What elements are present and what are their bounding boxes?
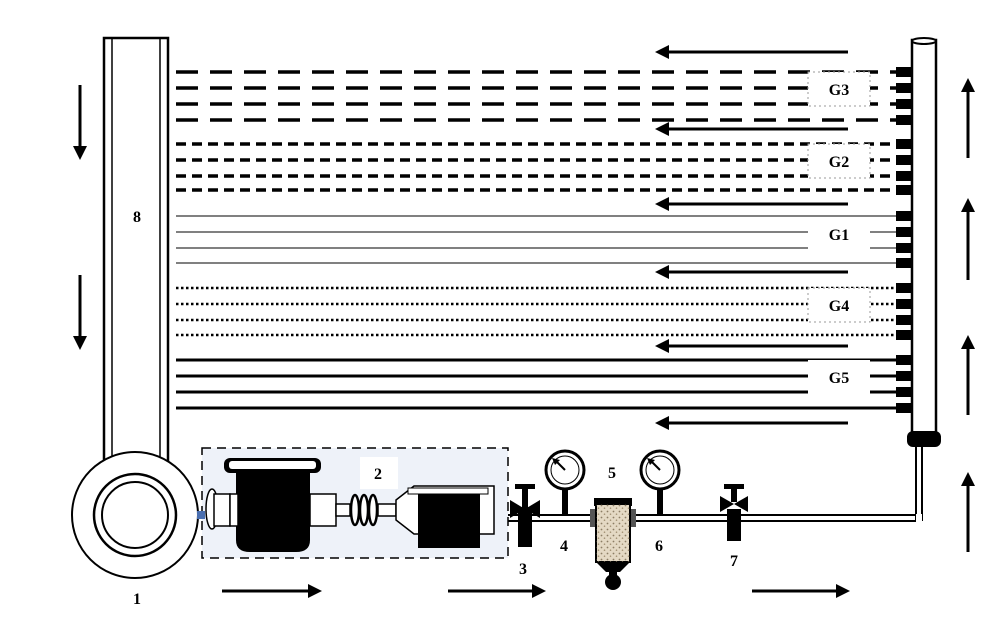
filter-5: [590, 498, 636, 590]
emitter-stub: [896, 227, 912, 237]
emitter-stub: [896, 403, 912, 413]
emitter-stub: [896, 67, 912, 77]
label-tank: 1: [133, 591, 141, 608]
label-filter-5: 5: [608, 465, 616, 482]
group-label-text: G4: [829, 298, 849, 315]
group-label-text: G2: [829, 154, 849, 171]
emitter-stub: [896, 83, 912, 93]
group-label-text: G3: [829, 82, 849, 99]
pressure-gauge-4: [544, 449, 586, 515]
flow-arrow: [222, 584, 322, 598]
tank: [71, 451, 199, 579]
emitter-stub: [896, 258, 912, 268]
label-valve-3: 3: [519, 561, 527, 578]
return-column: [102, 36, 170, 482]
flow-arrow: [655, 45, 848, 59]
group-label-g4: G4: [807, 287, 871, 323]
flow-arrows: [73, 45, 975, 598]
flow-arrow: [73, 275, 87, 350]
lateral-emitter-stubs: [896, 67, 912, 413]
emitter-stub: [896, 185, 912, 195]
valve-7: [720, 484, 748, 541]
label-column: 8: [133, 209, 141, 226]
emitter-stub: [896, 211, 912, 221]
emitter-stub: [896, 371, 912, 381]
flow-arrow: [655, 339, 848, 353]
emitter-stub: [896, 155, 912, 165]
distribution-header: [896, 37, 941, 447]
emitter-stub: [896, 99, 912, 109]
flow-arrow: [73, 85, 87, 160]
group-label-g5: G5: [808, 360, 870, 394]
flow-arrow: [655, 265, 848, 279]
group-label-g2: G2: [807, 143, 871, 179]
label-pump-unit: 2: [374, 466, 382, 483]
group-label-g3: G3: [807, 71, 871, 107]
emitter-stub: [896, 243, 912, 253]
emitter-stub: [896, 139, 912, 149]
flow-arrow: [655, 122, 848, 136]
emitter-stub: [896, 115, 912, 125]
emitter-stub: [896, 315, 912, 325]
emitter-stub: [896, 355, 912, 365]
group-label-text: G5: [829, 370, 849, 387]
flow-arrow: [961, 198, 975, 280]
flow-arrow: [752, 584, 850, 598]
flow-arrow: [961, 78, 975, 158]
emitter-stub: [896, 330, 912, 340]
flow-arrow: [961, 472, 975, 552]
flow-arrow: [655, 197, 848, 211]
flow-arrow: [961, 335, 975, 415]
flow-arrow: [448, 584, 546, 598]
flow-arrow: [655, 416, 848, 430]
pump-motor-unit: [197, 447, 509, 559]
valve-3: [510, 484, 540, 547]
pressure-gauge-6: [639, 449, 681, 515]
group-label-text: G1: [829, 227, 849, 244]
emitter-stub: [896, 299, 912, 309]
label-gauge-4: 4: [560, 538, 568, 555]
lateral-lines: [176, 70, 896, 410]
group-label-g1: G1: [808, 217, 870, 251]
emitter-stub: [896, 283, 912, 293]
emitter-stub: [896, 171, 912, 181]
label-gauge-6: 6: [655, 538, 663, 555]
label-valve-7: 7: [730, 553, 738, 570]
emitter-stub: [896, 387, 912, 397]
supply-pipe: [508, 442, 923, 522]
